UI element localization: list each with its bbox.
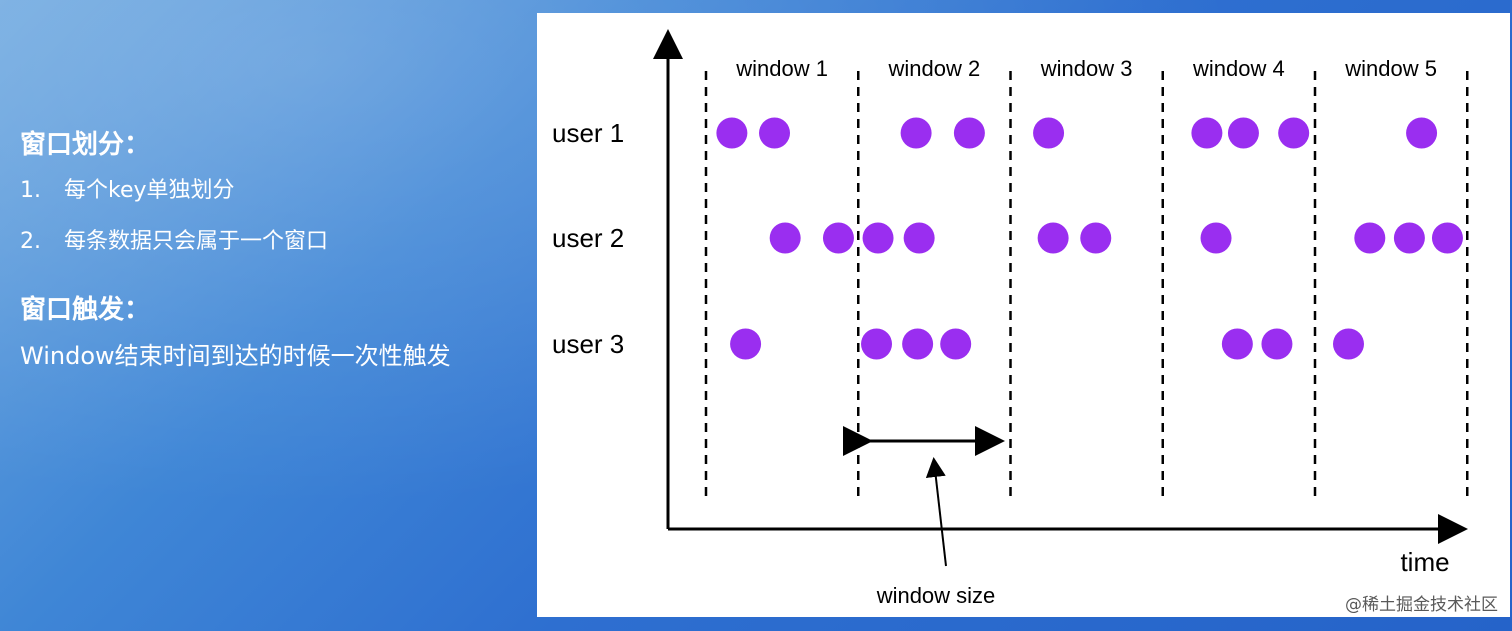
window-label: window 4 — [1192, 56, 1285, 81]
event-dot — [1080, 222, 1112, 254]
window-size-label: window size — [876, 583, 996, 608]
window-diagram: window 1 window 2 window 3 window 4 window 5… — [537, 13, 1510, 617]
event-dots — [716, 117, 1463, 360]
footer-credit: @稀土掘金技术社区 — [1345, 595, 1498, 615]
event-dot — [1221, 328, 1253, 360]
event-dot — [822, 222, 854, 254]
list-item: 2. 每条数据只会属于一个窗口 — [20, 227, 520, 257]
row-label: user 3 — [552, 329, 624, 359]
row-label: user 2 — [552, 223, 624, 253]
event-dot — [1332, 328, 1364, 360]
trigger-heading: 窗口触发： — [20, 295, 151, 325]
event-dot — [759, 117, 791, 149]
event-dot — [769, 222, 801, 254]
window-size-pointer — [925, 457, 947, 567]
event-dot — [940, 328, 972, 360]
event-dot — [902, 328, 934, 360]
list-number: 2. — [20, 229, 41, 254]
list-text: 每个key单独划分 — [64, 178, 235, 203]
event-dot — [900, 117, 932, 149]
event-dot — [903, 222, 935, 254]
event-dot — [1393, 222, 1425, 254]
event-dot — [953, 117, 985, 149]
event-dot — [1261, 328, 1293, 360]
left-panel: 窗口划分： 1. 每个key单独划分 2. 每条数据只会属于一个窗口 窗口触发：… — [20, 128, 520, 373]
event-dot — [861, 328, 893, 360]
window-boundaries: window 1 window 2 window 3 window 4 window 5 — [704, 56, 1469, 501]
event-dot — [1431, 222, 1463, 254]
event-dot — [716, 117, 748, 149]
x-axis-label: time — [1400, 547, 1449, 577]
event-dot — [1278, 117, 1310, 149]
diagram-canvas: window 1 window 2 window 3 window 4 window 5… — [552, 29, 1469, 608]
row-label: user 1 — [552, 118, 624, 148]
event-dot — [730, 328, 762, 360]
row-labels: user 1 user 2 user 3 — [552, 118, 624, 359]
window-label: window 1 — [735, 56, 828, 81]
event-dot — [1406, 117, 1438, 149]
window-label: window 2 — [888, 56, 981, 81]
event-dot — [1200, 222, 1232, 254]
event-dot — [1033, 117, 1065, 149]
division-list: 1. 每个key单独划分 2. 每条数据只会属于一个窗口 — [20, 176, 520, 257]
list-text: 每条数据只会属于一个窗口 — [64, 229, 329, 254]
event-dot — [1227, 117, 1259, 149]
event-dot — [1037, 222, 1069, 254]
event-dot — [1191, 117, 1223, 149]
window-label: window 3 — [1040, 56, 1133, 81]
event-dot — [862, 222, 894, 254]
window-label: window 5 — [1344, 56, 1437, 81]
event-dot — [1354, 222, 1386, 254]
division-heading: 窗口划分： — [20, 130, 151, 160]
list-number: 1. — [20, 178, 41, 203]
list-item: 1. 每个key单独划分 — [20, 176, 520, 206]
trigger-text: Window结束时间到达的时候一次性触发 — [20, 342, 451, 370]
